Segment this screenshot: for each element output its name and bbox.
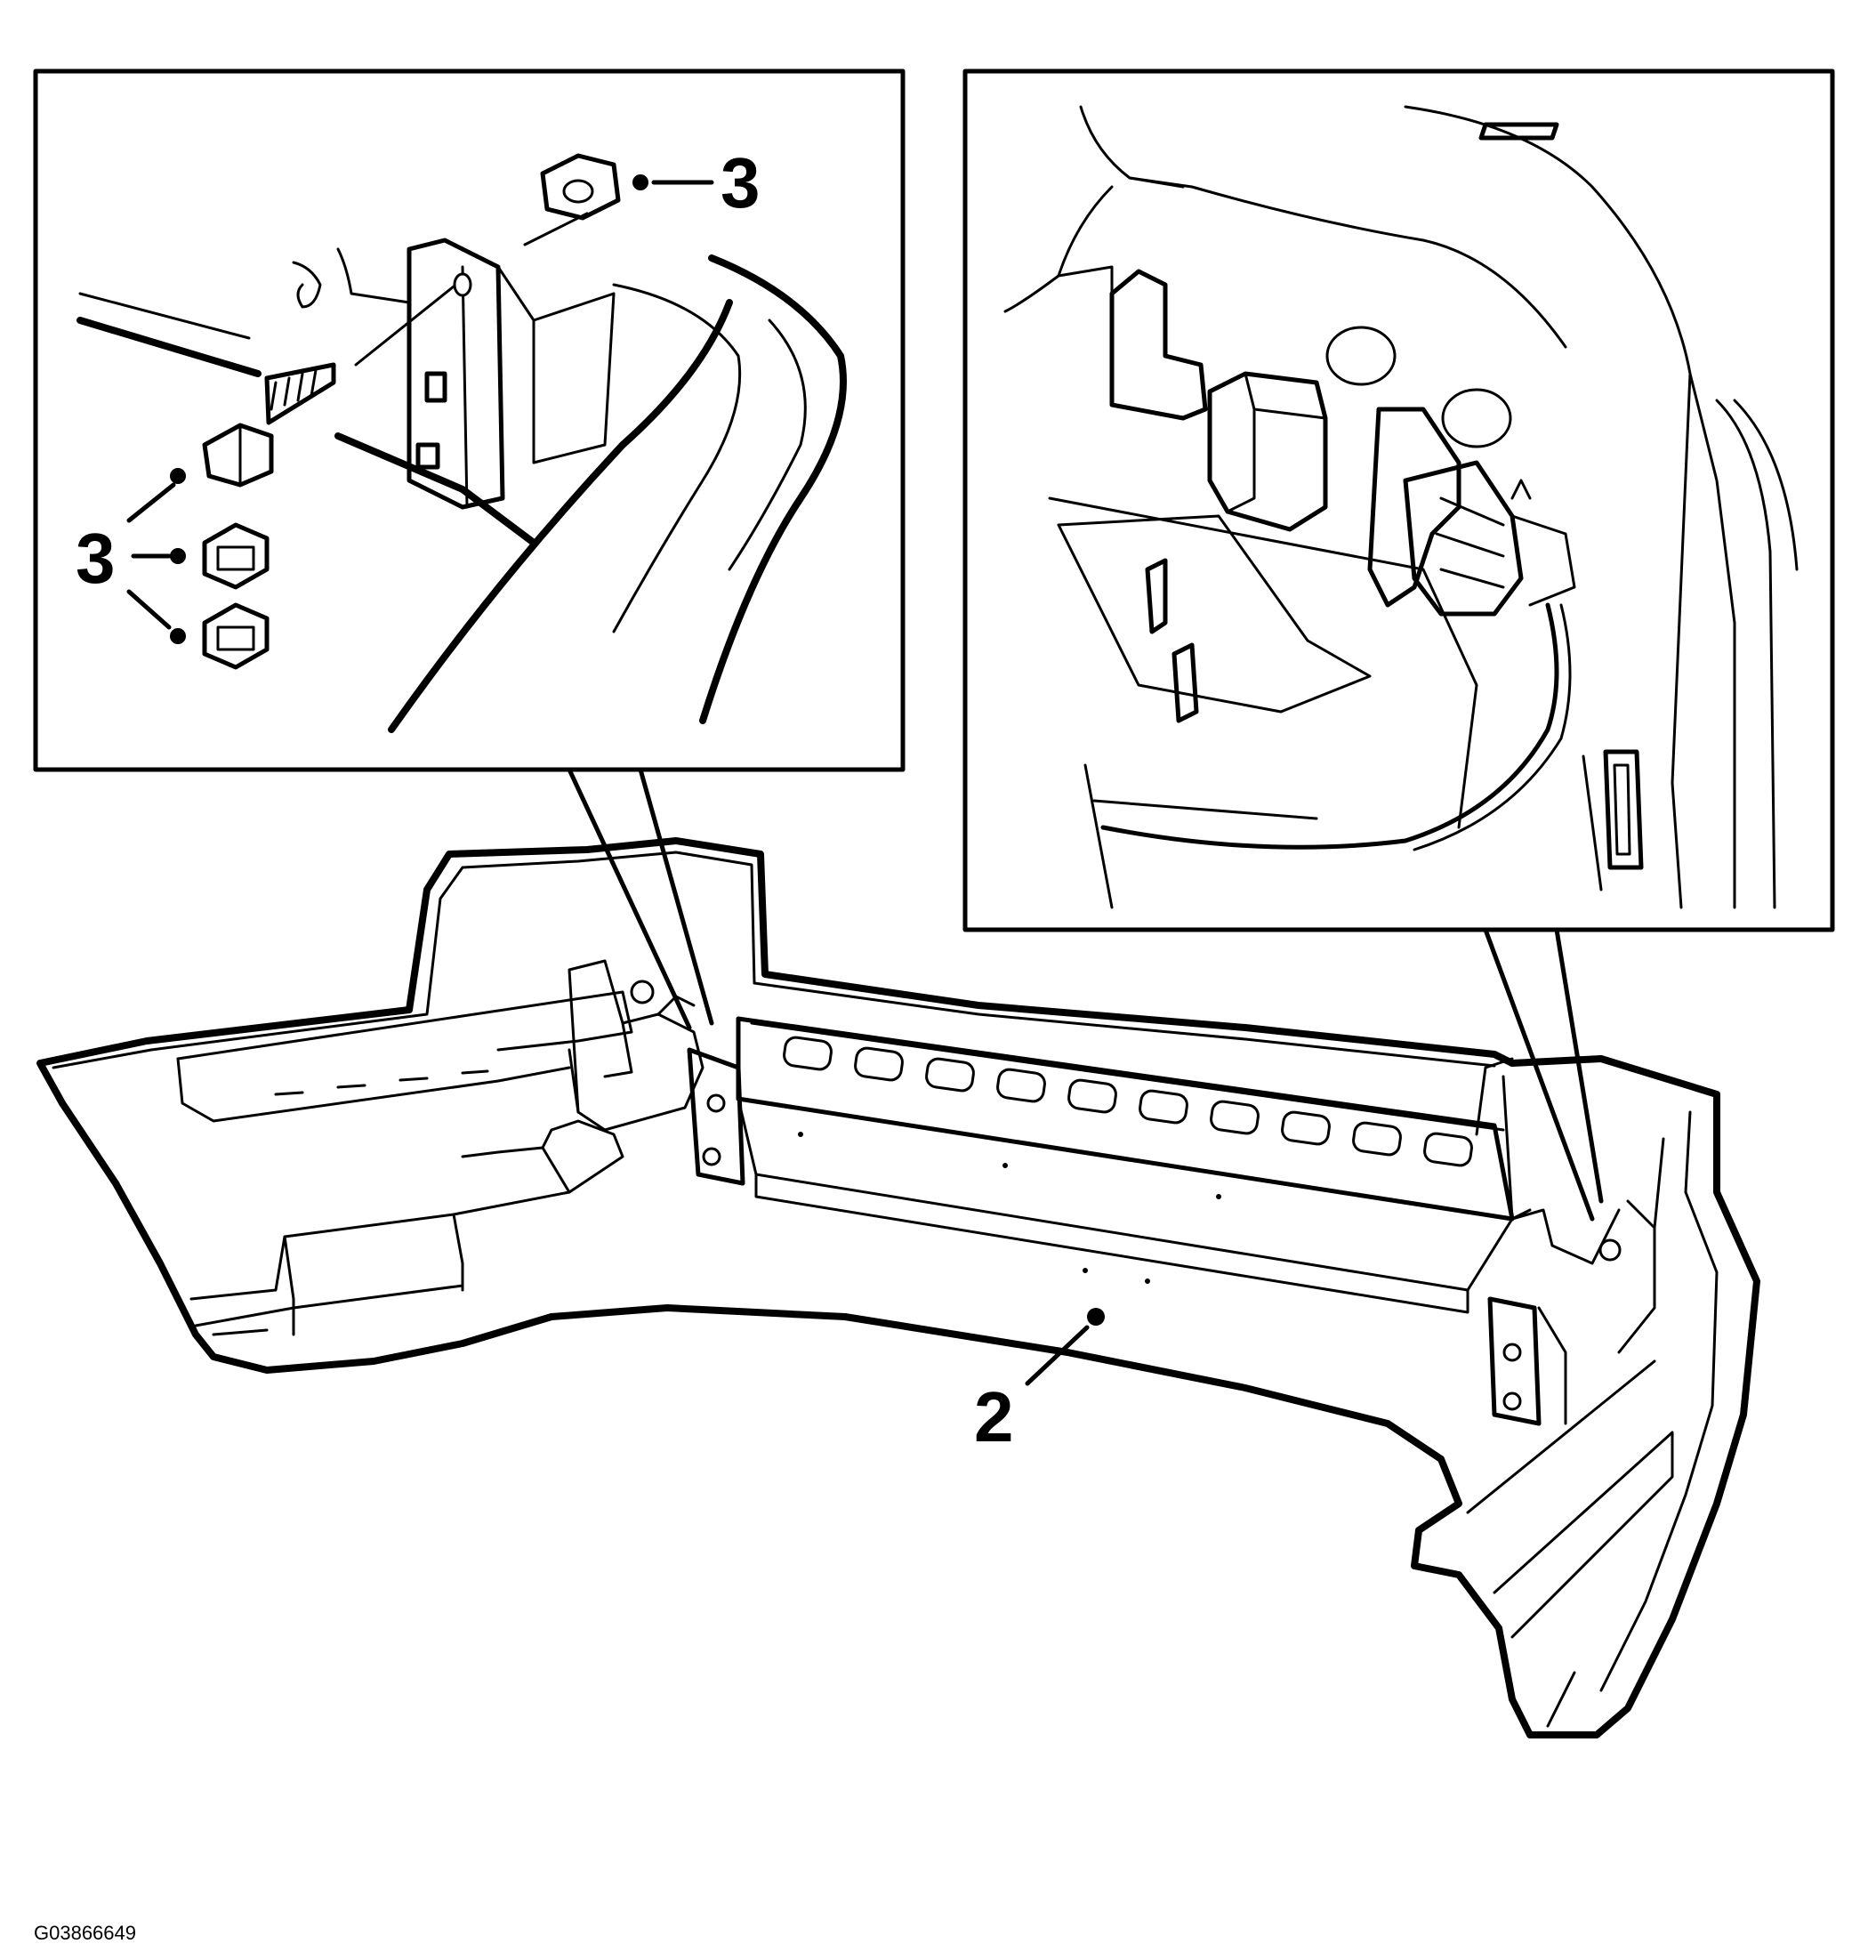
right-bumper-bracket (1475, 1057, 1656, 1426)
right-fascia-wing (1466, 1075, 1719, 1728)
callout-2: 2 (974, 1377, 1014, 1456)
callout-2-leader (1025, 1308, 1105, 1386)
module-box (1109, 269, 1328, 532)
callout-3-leaders (126, 174, 714, 644)
push-pin-fasteners (1145, 558, 1199, 723)
left-bumper-bracket (568, 959, 745, 1186)
mounting-bolt (202, 362, 336, 488)
impact-bar (736, 1016, 1515, 1314)
upper-nut (523, 153, 621, 246)
bracket-fastener-detail-inset: 3 3 (33, 69, 906, 1030)
callout-3-single: 3 (721, 143, 761, 222)
wiring-connector-detail-inset (962, 69, 1835, 1222)
impact-bar-holes (783, 1036, 1473, 1167)
electrical-connector (1367, 407, 1576, 617)
loose-nuts (202, 522, 270, 670)
callout-3-group: 3 (76, 519, 116, 598)
figure-id: G03866649 (34, 1922, 136, 1944)
rear-bumper-fascia (36, 837, 1760, 1738)
